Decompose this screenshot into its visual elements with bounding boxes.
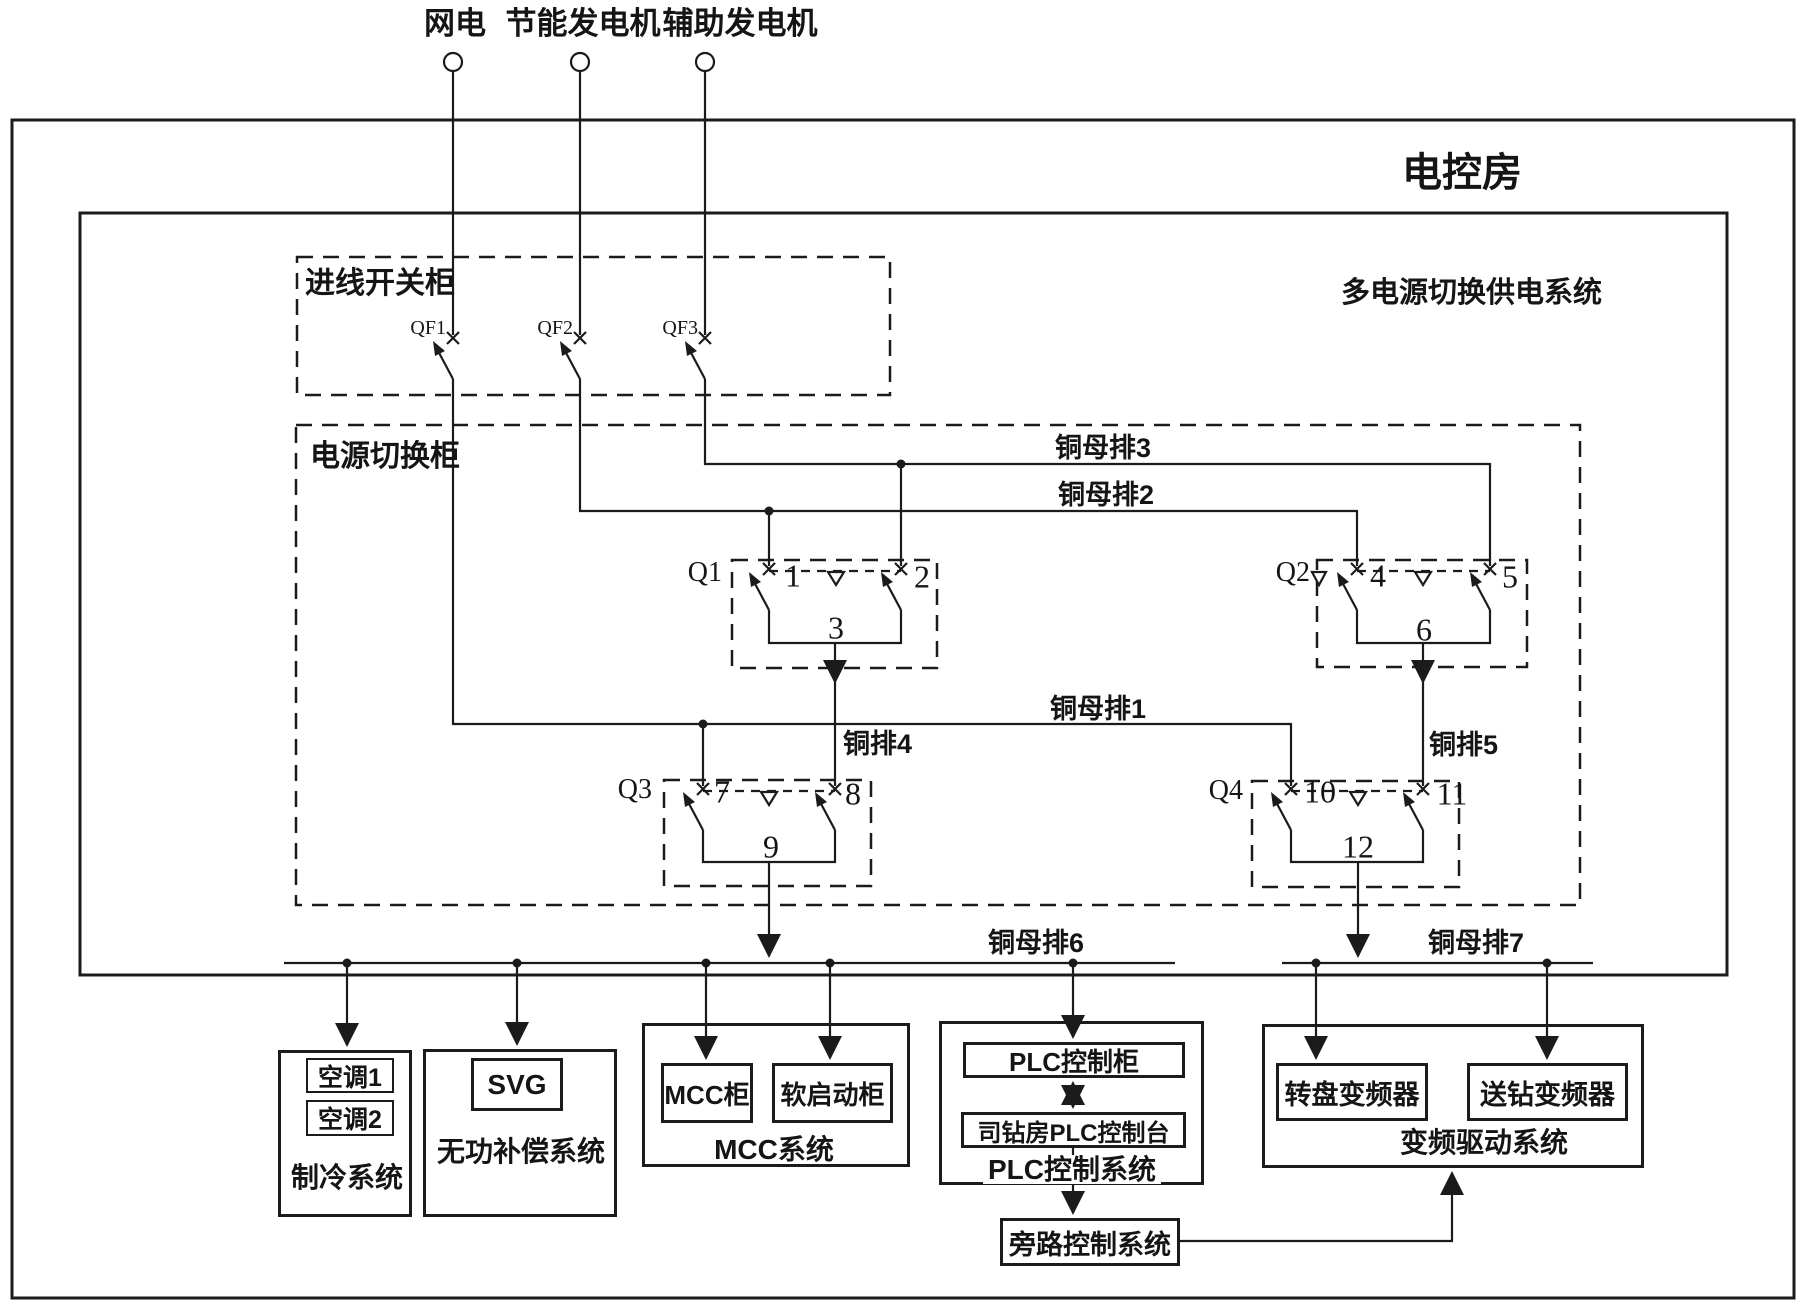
breaker-label-QF2: QF2 <box>537 317 573 339</box>
contact-7 <box>681 781 711 832</box>
vfd-system-label: 变频驱动系统 <box>1399 1127 1569 1158</box>
switch-label-Q3: Q3 <box>617 774 652 805</box>
rotary-table-vfd-label: 转盘变频器 <box>1284 1079 1420 1110</box>
contact-number-9: 9 <box>763 828 779 865</box>
driller-plc-console-box: 司钻房PLC控制台 <box>961 1112 1186 1148</box>
bar-5-label: 铜排5 <box>1429 730 1499 760</box>
busbar-6-net <box>284 958 1175 1061</box>
interlock-triangle <box>1310 570 1328 588</box>
transfer-cabinet-outline <box>294 423 1582 907</box>
incoming-cabinet-outline <box>295 255 892 397</box>
interlock-triangle <box>759 790 779 808</box>
busbar-2-label: 铜母排2 <box>1058 480 1155 510</box>
Q3-outline <box>662 778 873 888</box>
cooling-system-box <box>278 1050 412 1217</box>
air-conditioner-1-label: 空调1 <box>318 1063 382 1092</box>
switch-label-Q2: Q2 <box>1275 557 1310 588</box>
source-label-grid: 网电 <box>424 6 486 41</box>
interlock-triangle <box>1413 570 1433 588</box>
plc-cabinet-box: PLC控制柜 <box>963 1042 1185 1078</box>
system-title: 多电源切换供电系统 <box>1341 277 1603 309</box>
mcc-cabinet-box: MCC柜 <box>661 1063 753 1123</box>
air-conditioner-1-box: 空调1 <box>306 1058 394 1093</box>
eco-terminal <box>569 51 591 73</box>
vfd-system-box <box>1262 1024 1644 1168</box>
contact-number-2: 2 <box>914 558 930 595</box>
outer-frame <box>10 118 1796 1300</box>
contact-4 <box>1335 561 1365 612</box>
contact-number-6: 6 <box>1416 611 1432 648</box>
contact-number-1: 1 <box>785 557 801 594</box>
room-title: 电控房 <box>1402 151 1522 195</box>
air-conditioner-2-label: 空调2 <box>318 1106 382 1134</box>
auto-driller-vfd-box: 送钻变频器 <box>1467 1063 1628 1121</box>
busbar-1-label: 铜母排1 <box>1050 694 1147 724</box>
busbar-3-label: 铜母排3 <box>1055 433 1152 463</box>
mcc-system-label: MCC系统 <box>714 1134 834 1165</box>
grid-terminal <box>442 51 464 73</box>
busbar-3-line <box>703 379 1492 566</box>
mcc-cabinet-label: MCC柜 <box>664 1079 750 1110</box>
switch-group-Q3 <box>662 778 873 959</box>
bypass-to-vfd-link <box>1179 1170 1465 1243</box>
reactive-compensation-box <box>423 1049 617 1217</box>
soft-starter-cabinet-label: 软启动柜 <box>780 1079 885 1110</box>
eco-generator-net <box>558 51 1359 566</box>
contact-number-8: 8 <box>845 775 861 812</box>
driller-plc-console-label: 司钻房PLC控制台 <box>977 1119 1170 1147</box>
mcc-system-box <box>642 1023 910 1167</box>
contact-10 <box>1269 781 1299 832</box>
svg-label: SVG <box>487 1068 547 1100</box>
contact-number-11: 11 <box>1436 775 1468 812</box>
bypass-control-label: 旁路控制系统 <box>1009 1229 1171 1260</box>
grid-power-net <box>431 51 1293 786</box>
source-label-eco-generator: 节能发电机 <box>505 6 661 41</box>
incoming-cabinet-label: 进线开关柜 <box>305 267 455 300</box>
contact-number-4: 4 <box>1370 557 1386 594</box>
Q4-outline <box>1250 779 1461 889</box>
contact-1 <box>747 561 777 612</box>
soft-starter-cabinet-box: 软启动柜 <box>772 1063 893 1123</box>
busbar-1-line <box>451 379 1293 786</box>
busbar-7-label: 铜母排7 <box>1428 928 1525 958</box>
Q1-outline <box>730 558 939 670</box>
aux-generator-net <box>683 51 1492 566</box>
contact-number-5: 5 <box>1502 558 1518 595</box>
plc-system-label: PLC控制系统 <box>982 1155 1162 1184</box>
svg-box: SVG <box>471 1058 563 1111</box>
contact-number-3: 3 <box>828 609 844 646</box>
air-conditioner-2-box: 空调2 <box>306 1100 394 1136</box>
cooling-system-label: 制冷系统 <box>290 1162 404 1193</box>
bar-4-label: 铜排4 <box>843 729 913 759</box>
aux-terminal <box>694 51 716 73</box>
switch-group-Q4 <box>1250 779 1461 959</box>
source-label-aux-generator: 辅助发电机 <box>662 6 818 41</box>
switch-label-Q4: Q4 <box>1208 775 1243 806</box>
transfer-cabinet-label: 电源切换柜 <box>310 440 460 473</box>
contact-number-12: 12 <box>1342 828 1374 865</box>
switch-group-Q2 <box>1310 558 1529 786</box>
interlock-triangle <box>826 570 846 588</box>
switch-label-Q1: Q1 <box>687 557 722 588</box>
switch-group-Q1 <box>730 558 939 786</box>
contact-number-7: 7 <box>714 773 730 810</box>
breaker-label-QF3: QF3 <box>662 317 698 339</box>
rotary-table-vfd-box: 转盘变频器 <box>1276 1063 1428 1121</box>
bypass-control-box: 旁路控制系统 <box>1000 1218 1180 1266</box>
interlock-triangle <box>1348 790 1368 808</box>
reactive-compensation-label: 无功补偿系统 <box>436 1136 606 1167</box>
contact-number-10: 10 <box>1304 773 1336 810</box>
breaker-label-QF1: QF1 <box>410 317 446 339</box>
plc-cabinet-label: PLC控制柜 <box>1008 1046 1139 1077</box>
auto-driller-vfd-label: 送钻变频器 <box>1480 1079 1615 1110</box>
busbar-2-line <box>578 379 1359 566</box>
busbar-6-label: 铜母排6 <box>988 928 1085 958</box>
inner-frame <box>78 211 1729 977</box>
busbar-7-net <box>1282 958 1593 1061</box>
